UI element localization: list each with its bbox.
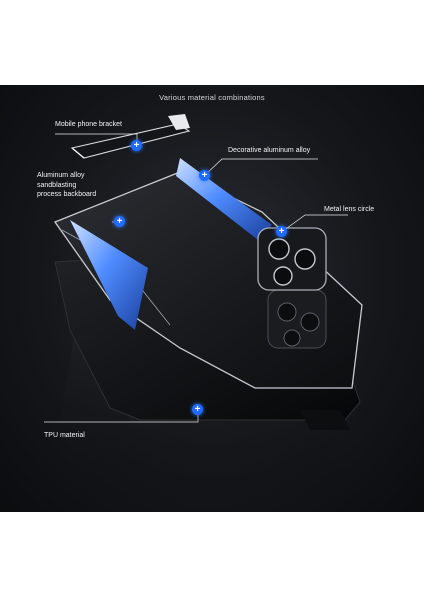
plus-marker-icon: + [192,404,203,415]
label-aluminum-backboard: Aluminum alloy sandblasting process back… [37,171,96,200]
label-line: process backboard [37,191,97,198]
plus-marker-icon: + [131,140,142,151]
top-margin [0,0,424,85]
label-line: Aluminum alloy [37,172,85,179]
metal-lens-circle [257,227,327,291]
label-mobile-phone-bracket: Mobile phone bracket [55,121,122,128]
aluminum-backboard [53,171,363,389]
label-line: sandblasting [37,181,77,189]
phone-bracket [70,114,191,159]
page-title: Various material combinations [159,93,265,102]
label-tpu-material: TPU material [44,432,85,439]
label-decorative-aluminum-alloy: Decorative aluminum alloy [228,147,311,154]
exploded-phone-case-illustration [44,114,363,510]
plus-marker-icon: + [114,216,125,227]
label-metal-lens-circle: Metal lens circle [324,206,375,213]
plus-marker-icon: + [199,170,210,181]
plus-marker-icon: + [276,226,287,237]
